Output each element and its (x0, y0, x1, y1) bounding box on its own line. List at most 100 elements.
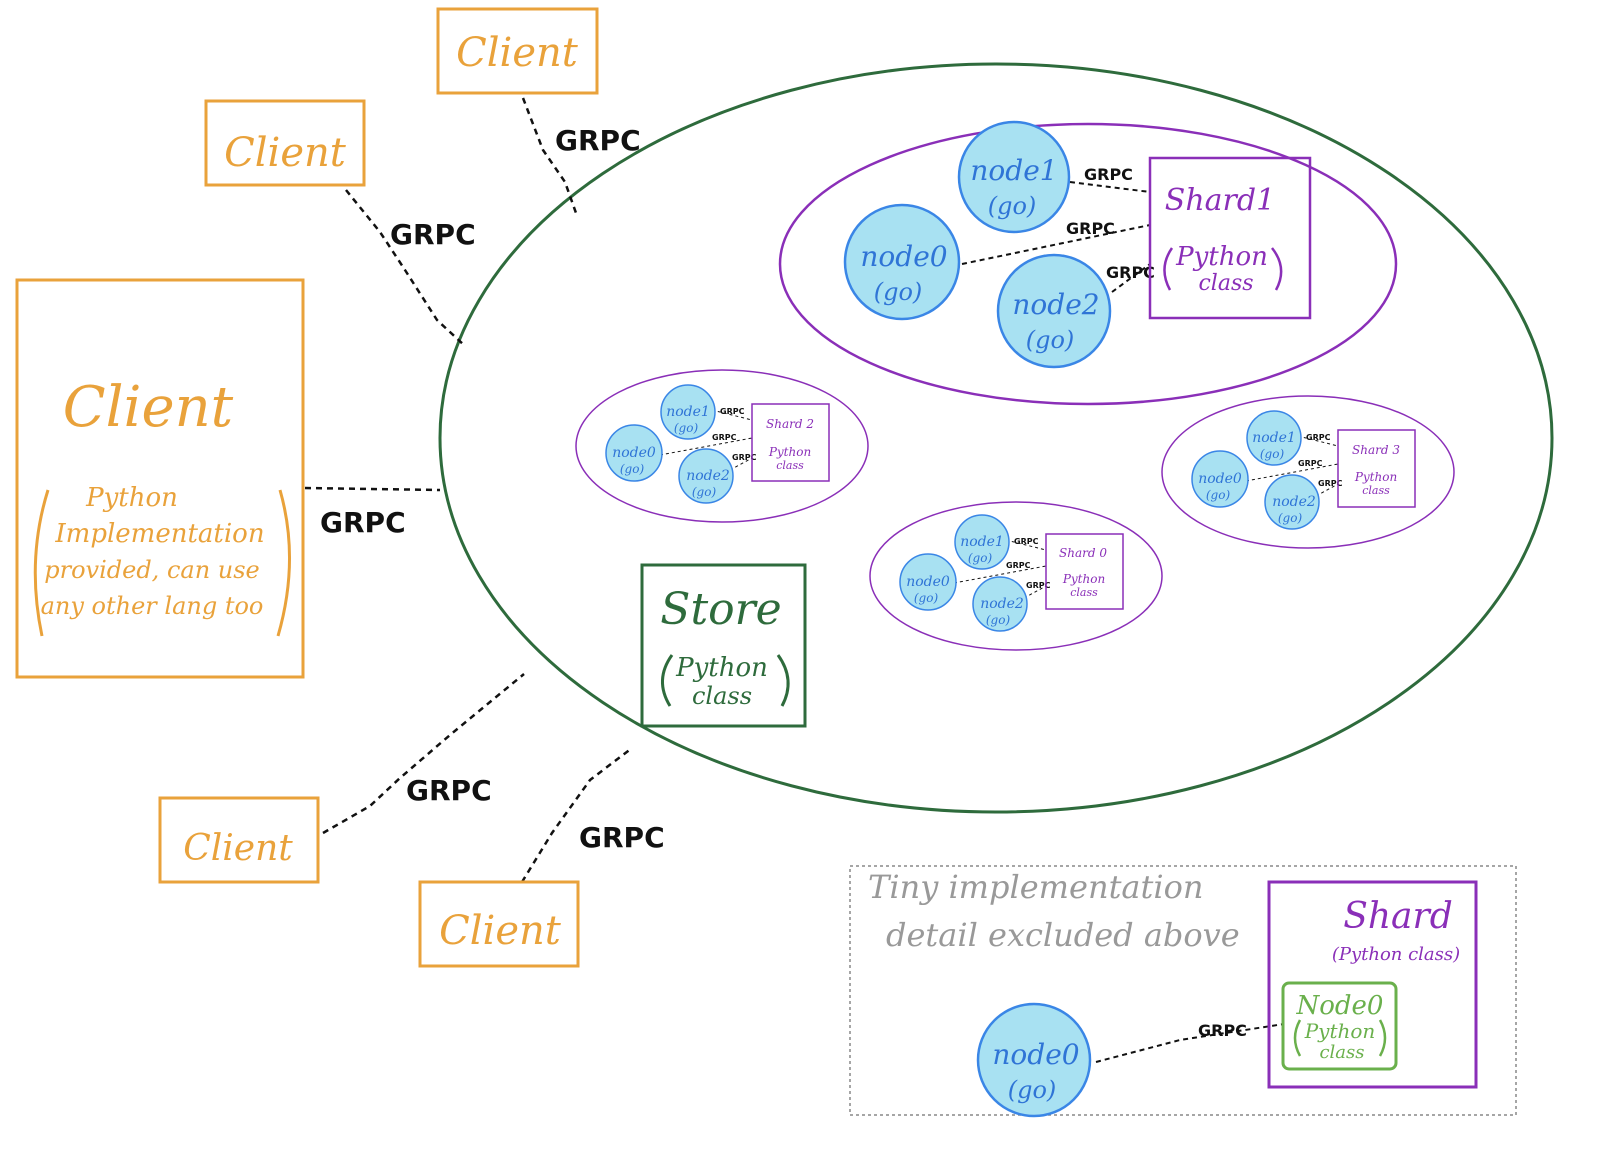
grpc-label: GRPC (555, 124, 641, 157)
client-main-title: Client (63, 375, 234, 440)
shard2-box (751, 403, 830, 482)
nodeobj-sub: class (1319, 1042, 1364, 1063)
grpc-label: GRPC (406, 774, 492, 807)
node0-circle (843, 203, 961, 321)
node-sublabel: (go) (674, 421, 699, 435)
shard0-title: Shard 0 (1059, 546, 1107, 560)
client-bottom-box (418, 880, 580, 968)
grpc-label: GRPC (1106, 263, 1155, 282)
detail-shard-sub: (Python class) (1332, 944, 1460, 965)
nodeobj-box (1281, 981, 1398, 1071)
shard2-title: Shard 2 (766, 417, 814, 431)
node-label: node1 (970, 154, 1057, 187)
client-main-desc: any other lang too (41, 592, 264, 620)
edge-client-bottom (520, 747, 633, 883)
grpc-label: GRPC (1014, 537, 1039, 546)
grpc-label: GRPC (320, 506, 406, 539)
node-sublabel: (go) (620, 462, 645, 476)
shard0-group: GRPC GRPC GRPC node1 (go) node0 (go) nod… (869, 501, 1163, 651)
edge-client-main (304, 486, 441, 492)
client-main-desc: Implementation (54, 519, 264, 549)
shard1-group: GRPC GRPC GRPC node1 (go) node0 (go) nod… (778, 120, 1398, 406)
nodeobj-sub: Python (1304, 1019, 1376, 1043)
grpc-label: GRPC (1084, 165, 1133, 184)
node2-circle (1264, 474, 1320, 530)
store-brackets (661, 654, 790, 707)
client-grpc-labels: GRPC GRPC GRPC GRPC GRPC (320, 124, 665, 854)
node-label: node1 (1252, 430, 1296, 446)
shard3-title: Shard 3 (1352, 443, 1400, 457)
shard0-boundary (869, 501, 1163, 651)
node2-circle (972, 576, 1028, 632)
client-bottom-label: Client (439, 908, 562, 954)
client-top-box (436, 7, 599, 95)
shard3-sub: Python (1354, 470, 1397, 484)
node-label: node0 (992, 1038, 1079, 1071)
detail-note-border (849, 865, 1517, 1116)
edge-node2-shard1 (1111, 263, 1151, 293)
node-sublabel: (go) (874, 278, 923, 306)
node-label: node0 (1198, 471, 1242, 487)
shard3-group: GRPC GRPC GRPC node1 (go) node0 (go) nod… (1161, 395, 1455, 549)
node-label: node2 (1272, 494, 1316, 510)
client-bottom-left-box (158, 796, 320, 884)
store-sub: class (692, 682, 752, 710)
client-main-brackets (33, 489, 292, 637)
grpc-label: GRPC (579, 821, 665, 854)
node-label: node0 (612, 445, 656, 461)
edge-client-bottom-left (322, 673, 525, 835)
node-sublabel: (go) (968, 551, 993, 565)
node0-circle (1191, 450, 1249, 508)
edge-client-top (521, 97, 578, 214)
edge-node0-nodeobj (1095, 1023, 1285, 1063)
node1-circle (660, 384, 716, 440)
node1-circle (957, 120, 1071, 234)
node-sublabel: (go) (986, 613, 1011, 627)
shard3-sub: class (1362, 484, 1390, 497)
node-sublabel: (go) (1260, 447, 1285, 461)
shard2-sub: Python (768, 445, 811, 459)
grpc-label: GRPC (1298, 459, 1323, 468)
client-main-box (15, 278, 305, 679)
shard1-sub: Python (1175, 242, 1268, 272)
grpc-label: GRPC (712, 433, 737, 442)
node-label: node0 (860, 240, 947, 273)
nodeobj-title: Node0 (1296, 991, 1384, 1021)
node0-circle (605, 424, 663, 482)
client-main-desc: provided, can use (44, 556, 260, 584)
shard0-sub: class (1070, 586, 1098, 599)
shard1-boundary (778, 122, 1398, 406)
shard2-sub: class (776, 459, 804, 472)
client-connections (304, 97, 633, 883)
node1-circle (954, 514, 1010, 570)
clients (15, 7, 599, 968)
grpc-label: GRPC (1318, 479, 1343, 488)
node-label: node2 (980, 596, 1024, 612)
node-sublabel: (go) (1278, 511, 1303, 525)
node-label: node2 (1012, 288, 1099, 321)
node-sublabel: (go) (1026, 326, 1075, 354)
node2-circle (996, 253, 1112, 369)
node-sublabel: (go) (1008, 1076, 1057, 1104)
store-title: Store (660, 584, 781, 635)
node-label: node1 (960, 534, 1004, 550)
node-label: node1 (666, 404, 710, 420)
node0-circle (899, 553, 957, 611)
shard0-box (1045, 533, 1124, 610)
store-sub: Python (675, 653, 768, 683)
grpc-label: GRPC (1006, 561, 1031, 570)
shard3-box (1337, 429, 1416, 508)
detail-shard-box (1267, 880, 1478, 1089)
shard2-group: GRPC GRPC GRPC node1 (go) node0 (go) nod… (575, 369, 869, 523)
shard3-boundary (1161, 395, 1455, 549)
client-labels: Client Client Client Python Implementati… (41, 30, 579, 954)
edge-client-upper-left (345, 189, 466, 347)
shard1-title: Shard1 (1165, 183, 1275, 218)
grpc-label: GRPC (1306, 433, 1331, 442)
grpc-label: GRPC (1198, 1021, 1247, 1040)
shard2-boundary (575, 369, 869, 523)
node-sublabel: (go) (692, 485, 717, 499)
client-upper-left-box (204, 99, 366, 187)
client-top-label: Client (456, 30, 579, 76)
